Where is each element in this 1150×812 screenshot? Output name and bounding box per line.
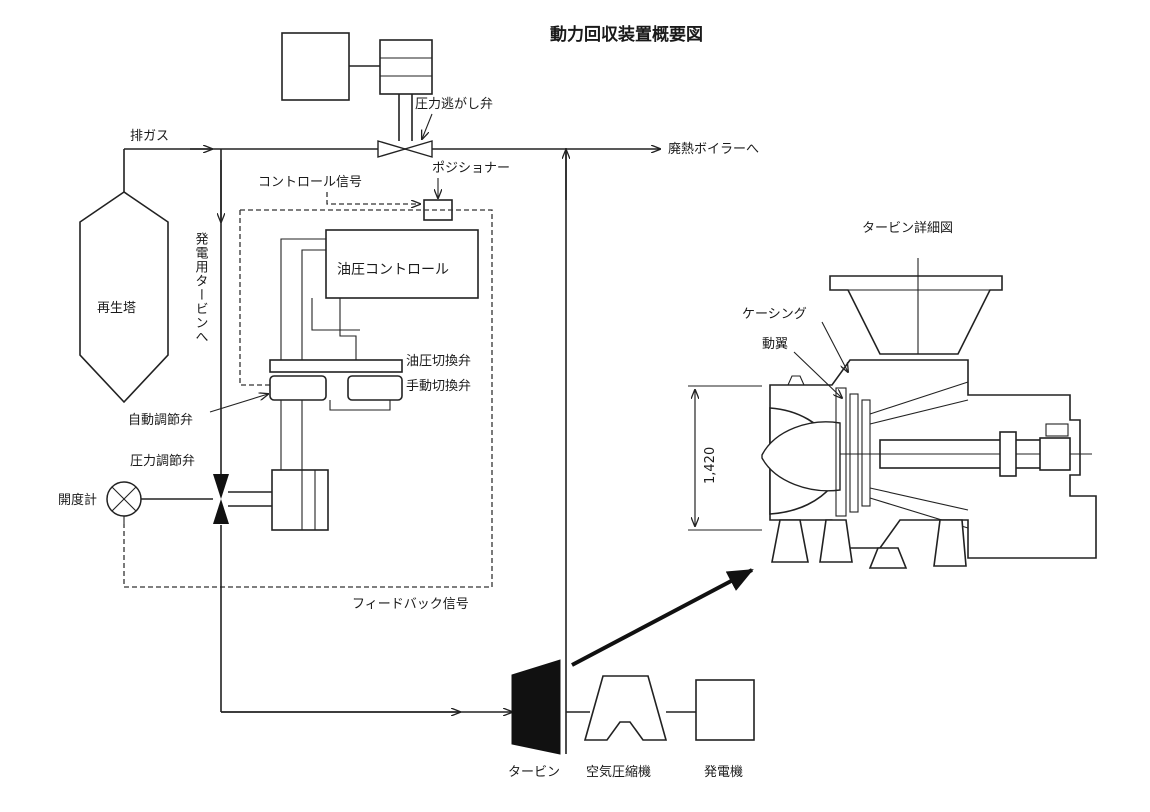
control-signal-label: コントロール信号 bbox=[258, 175, 362, 190]
manual-switch-valve bbox=[347, 375, 403, 401]
positioner-label: ポジショナー bbox=[432, 161, 510, 176]
diagram-title: 動力回収装置概要図 bbox=[550, 24, 703, 45]
pressure-control-valve bbox=[213, 474, 229, 524]
hydraulic-piping bbox=[280, 238, 391, 470]
relief-valve bbox=[377, 140, 433, 158]
casing-label: ケーシング bbox=[742, 307, 807, 322]
auto-control-valve bbox=[269, 375, 327, 401]
air-compressor-shape bbox=[566, 675, 696, 741]
valve-actuator bbox=[281, 32, 433, 141]
turbine-detail-title: タービン詳細図 bbox=[862, 220, 953, 236]
turbine-detail-drawing bbox=[761, 258, 1097, 569]
dimension-label: 1,420 bbox=[703, 447, 718, 484]
pressure-control-label: 圧力調節弁 bbox=[130, 454, 195, 469]
dimension-indicator bbox=[688, 385, 762, 531]
auto-control-label: 自動調節弁 bbox=[128, 413, 193, 428]
opening-meter-icon bbox=[106, 481, 213, 524]
feedback-signal-label: フィードバック信号 bbox=[352, 597, 469, 612]
opening-meter-label: 開度計 bbox=[58, 492, 97, 508]
manual-switch-label: 手動切換弁 bbox=[406, 379, 471, 394]
air-compressor-label: 空気圧縮機 bbox=[586, 764, 651, 780]
regen-tower bbox=[79, 149, 169, 404]
detail-arrow bbox=[571, 568, 754, 667]
hydraulic-control-box bbox=[325, 229, 479, 299]
hydraulic-switch-valve bbox=[269, 359, 403, 373]
regen-tower-label: 再生塔 bbox=[97, 301, 136, 316]
turbine-label: タービン bbox=[508, 765, 560, 780]
generator-box bbox=[695, 679, 755, 741]
valve-cylinder bbox=[228, 469, 329, 531]
exhaust-gas-label: 排ガス bbox=[130, 129, 169, 144]
turbine-shape bbox=[511, 659, 561, 755]
hydraulic-switch-label: 油圧切換弁 bbox=[406, 354, 471, 369]
waste-boiler-label: 廃熱ボイラーへ bbox=[668, 141, 759, 157]
to-turbine-label: 発電用タービンへ bbox=[193, 232, 209, 344]
rotor-blade-label: 動翼 bbox=[762, 337, 788, 352]
hydraulic-enclosure bbox=[239, 210, 270, 386]
relief-valve-label: 圧力逃がし弁 bbox=[415, 97, 493, 112]
hydraulic-control-label: 油圧コントロール bbox=[337, 262, 449, 278]
generator-label: 発電機 bbox=[704, 765, 743, 780]
